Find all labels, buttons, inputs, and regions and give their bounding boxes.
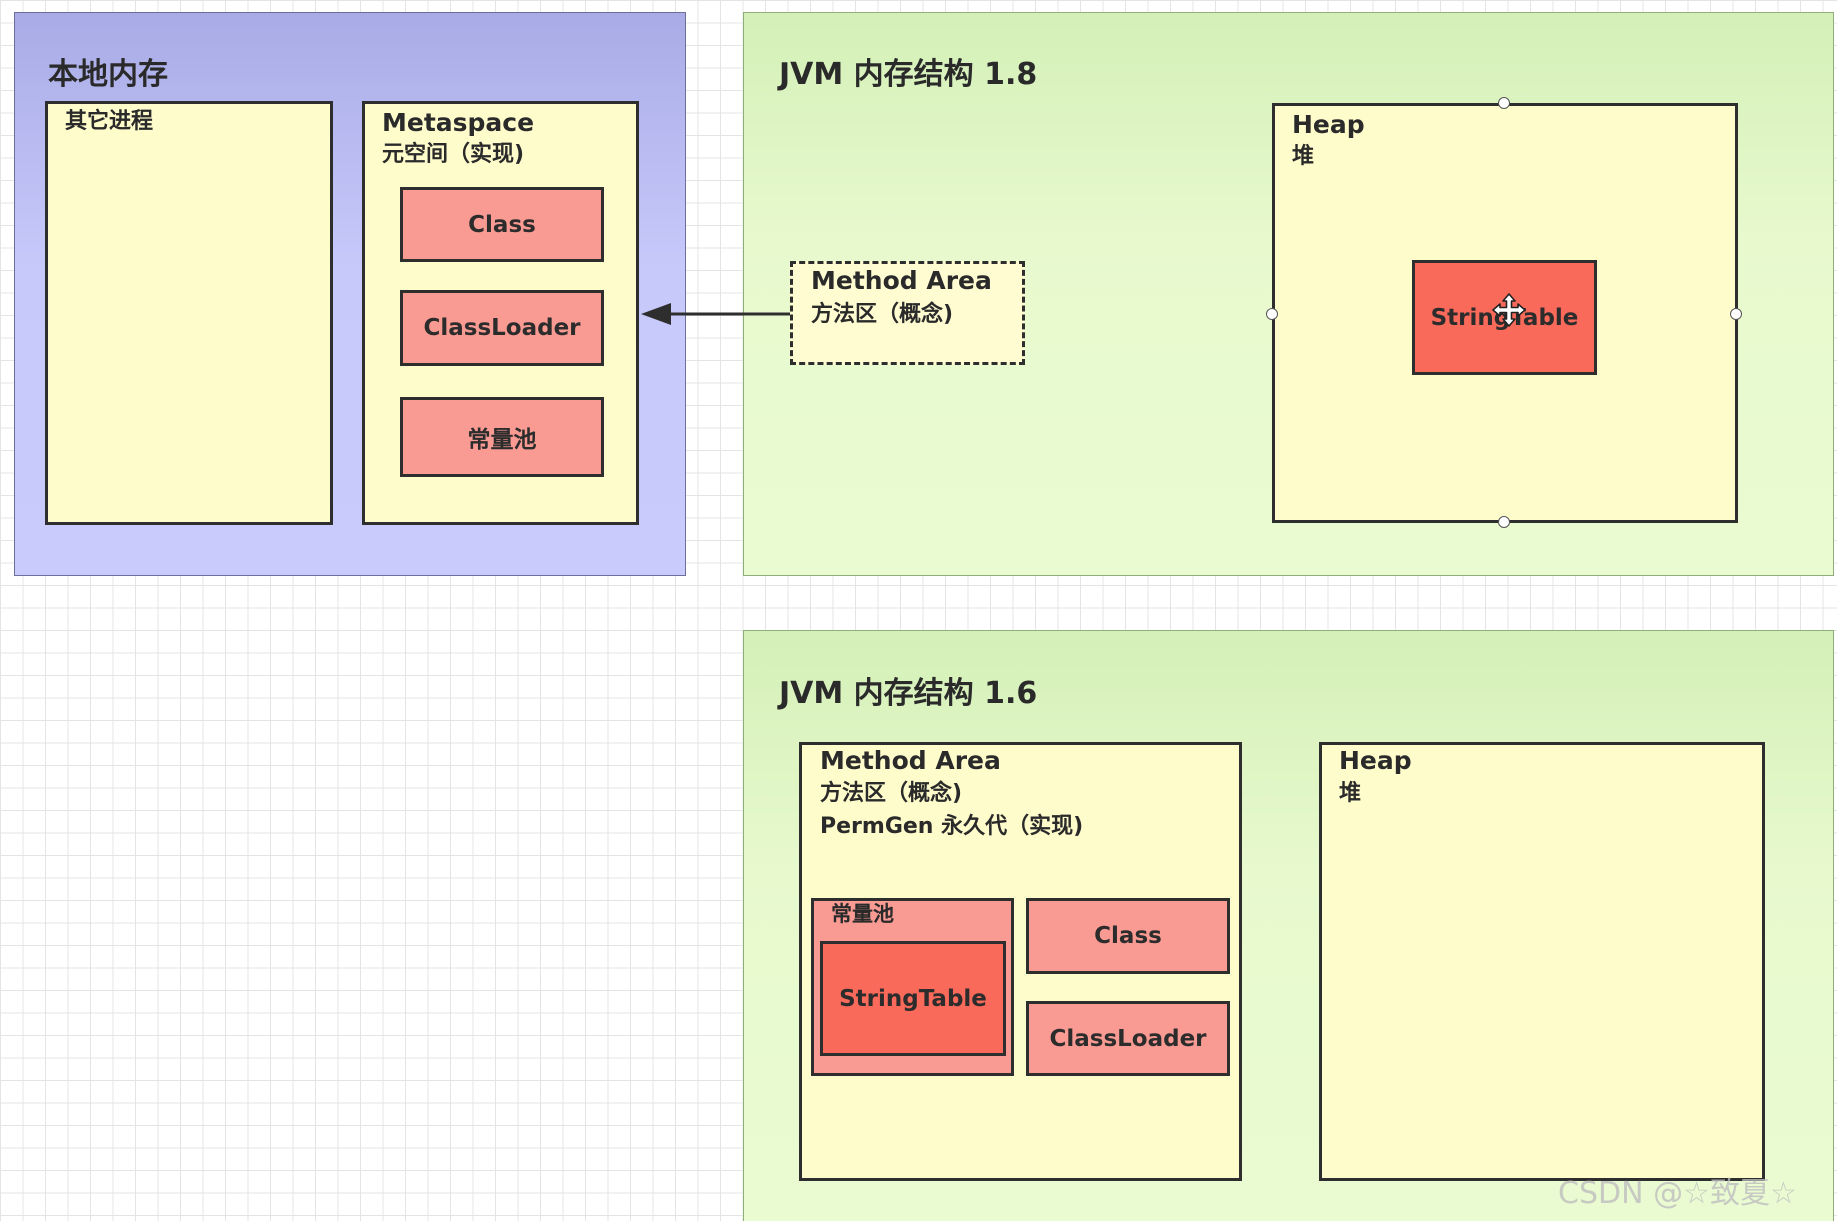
jvm-1-6-title: JVM 内存结构 1.6 <box>779 676 1038 711</box>
metaspace-label: Metaspace <box>382 108 535 137</box>
jvm-1-6-classloader-box[interactable]: ClassLoader <box>1026 1001 1230 1076</box>
jvm-1-8-title: JVM 内存结构 1.8 <box>779 57 1038 92</box>
other-processes-box[interactable]: 其它进程 <box>45 101 333 525</box>
jvm-1-8-method-area-box[interactable]: Method Area 方法区（概念) <box>790 261 1025 365</box>
jvm-1-8-heap-label: Heap <box>1292 110 1365 139</box>
jvm-1-6-string-table-box[interactable]: StringTable <box>820 941 1006 1056</box>
jvm-1-6-class-box[interactable]: Class <box>1026 898 1230 974</box>
method-area-to-metaspace-arrow <box>641 303 792 325</box>
jvm-1-6-method-area-label: Method Area <box>820 746 1001 775</box>
resize-handle-left[interactable] <box>1266 308 1278 320</box>
resize-handle-bottom[interactable] <box>1498 516 1510 528</box>
csdn-watermark: CSDN @☆致夏☆ <box>1558 1176 1797 1211</box>
jvm-1-6-permgen-label: PermGen 永久代（实现) <box>820 814 1084 839</box>
jvm-1-8-heap-sublabel: 堆 <box>1292 144 1315 169</box>
jvm-1-6-heap-sublabel: 堆 <box>1339 781 1362 806</box>
jvm-1-6-method-area-sublabel: 方法区（概念) <box>820 781 963 806</box>
metaspace-constant-pool-box[interactable]: 常量池 <box>400 397 604 477</box>
move-cursor-icon <box>1492 293 1526 327</box>
jvm-1-8-method-area-label: Method Area <box>811 266 992 295</box>
jvm-1-8-method-area-sublabel: 方法区（概念) <box>811 302 954 327</box>
jvm-1-6-constant-pool-label: 常量池 <box>831 902 894 926</box>
other-processes-label: 其它进程 <box>65 109 154 134</box>
metaspace-class-box[interactable]: Class <box>400 187 604 262</box>
jvm-1-6-heap-label: Heap <box>1339 746 1412 775</box>
jvm-1-6-heap-box[interactable]: Heap 堆 <box>1319 742 1765 1181</box>
resize-handle-right[interactable] <box>1730 308 1742 320</box>
jvm-1-8-string-table-box[interactable]: StringTable <box>1412 260 1597 375</box>
metaspace-classloader-box[interactable]: ClassLoader <box>400 290 604 366</box>
resize-handle-top[interactable] <box>1498 97 1510 109</box>
native-memory-title: 本地内存 <box>48 57 168 92</box>
metaspace-sublabel: 元空间（实现) <box>382 142 525 167</box>
